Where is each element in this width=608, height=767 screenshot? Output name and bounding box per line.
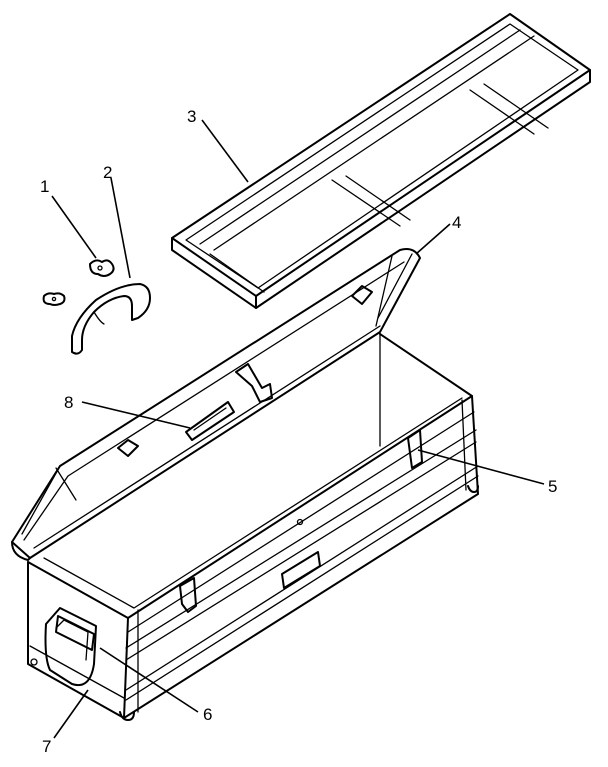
callout-6: 6	[203, 705, 212, 724]
callout-3: 3	[187, 107, 196, 126]
callout-labels: 1 2 3 4 5 6 7 8	[40, 107, 557, 756]
end-handle-part-7	[44, 607, 97, 686]
callout-7: 7	[42, 737, 51, 756]
box-body	[27, 333, 479, 721]
tray-part-3	[171, 13, 591, 309]
leader-lines	[51, 119, 545, 739]
callout-1: 1	[40, 177, 49, 196]
handle-part-2	[71, 283, 151, 355]
callout-2: 2	[103, 163, 112, 182]
callout-4: 4	[452, 213, 461, 232]
callout-8: 8	[64, 393, 73, 412]
lid-part-4	[11, 248, 421, 561]
hardware-part-1	[42, 259, 115, 306]
callout-5: 5	[548, 477, 557, 496]
